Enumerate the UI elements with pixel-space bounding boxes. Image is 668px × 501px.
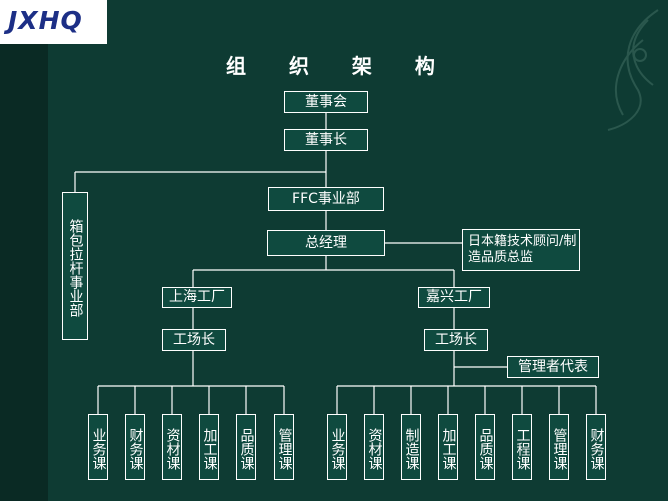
node-shanghai-plant-manager: 工场长 (162, 329, 226, 351)
dept-jx-finance: 财务课 (586, 414, 606, 480)
dept-jx-management: 管理课 (549, 414, 569, 480)
node-ffc-division: FFC事业部 (268, 187, 384, 211)
dept-sh-quality: 品质课 (236, 414, 256, 480)
dept-sh-sales: 业务课 (88, 414, 108, 480)
dept-jx-sales: 业务课 (327, 414, 347, 480)
dept-jx-materials: 资材课 (364, 414, 384, 480)
dept-jx-manufacturing: 制造课 (401, 414, 421, 480)
logo-text: JXHQ (8, 6, 83, 35)
dept-sh-management: 管理课 (274, 414, 294, 480)
decorative-pattern (607, 9, 659, 131)
dept-sh-processing: 加工课 (199, 414, 219, 480)
dept-sh-finance: 财务课 (125, 414, 145, 480)
dept-jx-quality: 品质课 (475, 414, 495, 480)
node-shanghai-factory: 上海工厂 (162, 287, 232, 308)
node-board: 董事会 (284, 91, 368, 113)
node-general-manager: 总经理 (267, 230, 385, 256)
dept-jx-engineering: 工程课 (512, 414, 532, 480)
dept-sh-materials: 资材课 (162, 414, 182, 480)
page-title: 组 织 架 构 (226, 54, 453, 78)
node-jiaxing-factory: 嘉兴工厂 (418, 287, 490, 308)
left-decorative-strip (0, 0, 48, 501)
company-logo: JXHQ (0, 0, 107, 44)
node-box-division: 箱包拉杆事业部 (62, 192, 88, 340)
node-advisor: 日本籍技术顾问/制造品质总监 (462, 229, 580, 271)
node-chairman: 董事长 (284, 129, 368, 151)
node-management-representative: 管理者代表 (507, 356, 599, 378)
dept-jx-processing: 加工课 (438, 414, 458, 480)
node-jiaxing-plant-manager: 工场长 (424, 329, 488, 351)
